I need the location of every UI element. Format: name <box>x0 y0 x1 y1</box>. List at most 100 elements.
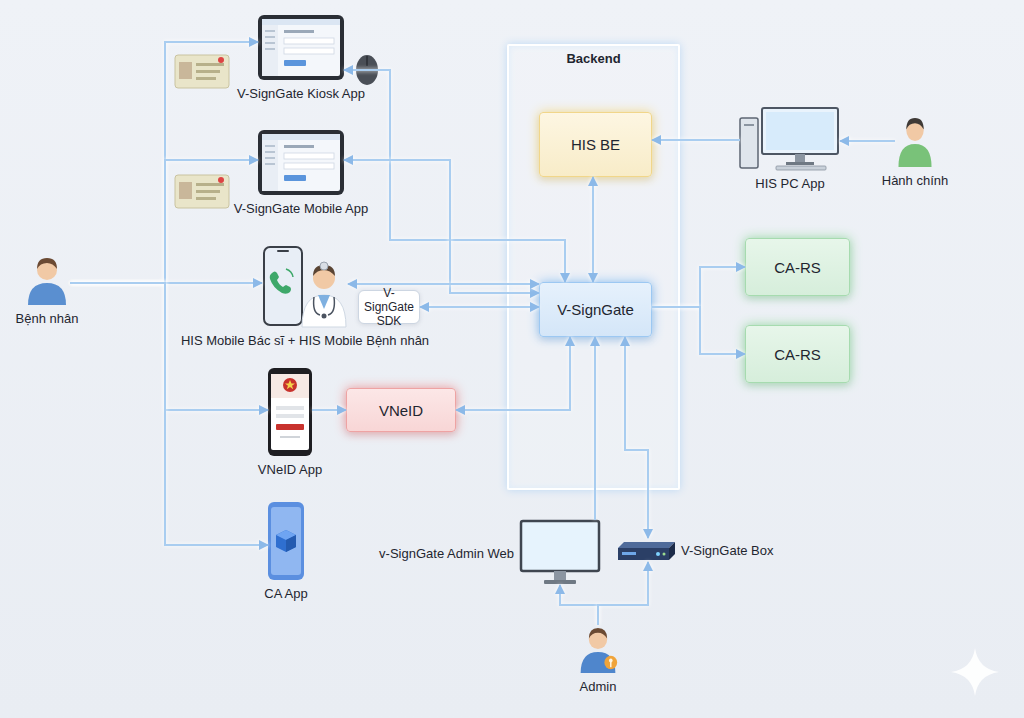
service-box: VNeID <box>346 388 456 432</box>
connector <box>652 139 740 141</box>
hismobile-part <box>318 295 330 309</box>
person-actor: Admin <box>577 625 619 673</box>
desktop-part <box>766 112 834 150</box>
boxdev-icon <box>618 538 675 562</box>
tablet-part <box>284 163 334 169</box>
boxdev-part <box>663 553 666 556</box>
tablet-part <box>262 140 278 191</box>
tablet-part <box>258 15 344 80</box>
device-node: HIS PC App <box>740 108 840 170</box>
boxdev-part <box>618 542 675 548</box>
id-card-line <box>196 77 216 80</box>
person-icon <box>24 255 70 305</box>
tablet-icon <box>258 130 344 195</box>
device-node: V-SignGate Kiosk App <box>258 15 344 80</box>
vneidphone-part <box>268 368 312 456</box>
tablet-part <box>284 153 334 159</box>
group-heading: Backend <box>509 51 678 66</box>
desktop-part <box>740 118 758 168</box>
computer-mouse <box>356 55 378 85</box>
tablet-part <box>284 175 306 181</box>
sdk-box: V-SignGate SDK <box>358 290 420 324</box>
mouse-body <box>356 55 378 85</box>
group-band: BackendHIS BEV-SignGate <box>507 44 680 490</box>
boxdev-part <box>618 548 669 560</box>
person-part <box>604 656 617 669</box>
vneidphone-part <box>276 406 304 410</box>
connector <box>625 337 648 538</box>
hismobile-part <box>322 314 327 319</box>
node-label: CA App <box>264 586 307 601</box>
id-card-line <box>196 197 216 200</box>
caphone-part <box>286 535 296 552</box>
node-label: Admin <box>580 679 617 694</box>
desktop-part <box>744 124 754 126</box>
person-icon <box>895 115 935 167</box>
connector <box>840 140 895 142</box>
id-card-emblem <box>218 177 224 183</box>
tablet-part <box>262 134 340 191</box>
connector <box>70 42 258 283</box>
node-label: Bệnh nhân <box>16 311 79 326</box>
monitor-icon <box>520 520 600 585</box>
monitor-part <box>544 580 576 584</box>
person-actor: Bệnh nhân <box>24 255 70 305</box>
device-node: VNeID App <box>268 368 312 456</box>
hismobile-part <box>302 295 346 327</box>
boxdev-part <box>669 542 675 560</box>
id-card <box>175 175 229 208</box>
hismobile-part <box>320 262 328 270</box>
tablet-part <box>284 60 306 66</box>
id-card-body <box>175 55 229 88</box>
connector <box>652 307 745 354</box>
connector <box>70 282 262 284</box>
connector <box>592 177 594 282</box>
id-card-line <box>196 183 224 186</box>
vneidphone-part <box>283 378 297 392</box>
connector <box>652 267 745 307</box>
id-card-photo <box>179 182 192 199</box>
vneidphone-part <box>280 436 300 438</box>
caphone-part <box>276 530 296 552</box>
connector <box>594 337 596 520</box>
vneidphone-part <box>276 424 304 430</box>
service-box: V-SignGate <box>539 282 652 337</box>
sparkle-watermark <box>951 648 999 696</box>
tablet-part <box>265 145 275 147</box>
node-label: V-SignGate <box>557 301 634 318</box>
node-label: VNeID App <box>258 462 322 477</box>
mouse-wheel <box>366 56 368 66</box>
caphone-icon <box>268 502 304 580</box>
node-label: V-SignGate Mobile App <box>234 201 368 216</box>
id-card-line <box>196 190 220 193</box>
boxdev-part <box>622 552 636 555</box>
connector <box>348 283 539 285</box>
node-label: CA-RS <box>774 346 821 363</box>
node-label: HIS PC App <box>755 176 824 191</box>
tablet-icon <box>258 15 344 80</box>
node-label: V-SignGate SDK <box>359 286 419 328</box>
connector <box>344 160 539 293</box>
node-label: CA-RS <box>774 259 821 276</box>
person-part <box>37 258 57 269</box>
caphone-part <box>268 502 304 580</box>
tablet-part <box>284 48 334 54</box>
hismobile-icon <box>262 245 348 327</box>
tablet-part <box>265 30 275 32</box>
tablet-part <box>265 42 275 44</box>
person-part <box>28 283 66 305</box>
person-part <box>610 661 611 667</box>
tablet-part <box>265 151 275 153</box>
tablet-part <box>265 163 275 165</box>
desktop-part <box>795 154 805 162</box>
service-box: CA-RS <box>745 238 850 296</box>
id-card-emblem <box>218 57 224 63</box>
id-card-line <box>196 63 224 66</box>
id-card <box>175 55 229 88</box>
connector <box>456 337 570 410</box>
device-node: V-SignGate Box <box>618 538 675 562</box>
tablet-part <box>258 130 344 195</box>
connector <box>560 585 598 625</box>
